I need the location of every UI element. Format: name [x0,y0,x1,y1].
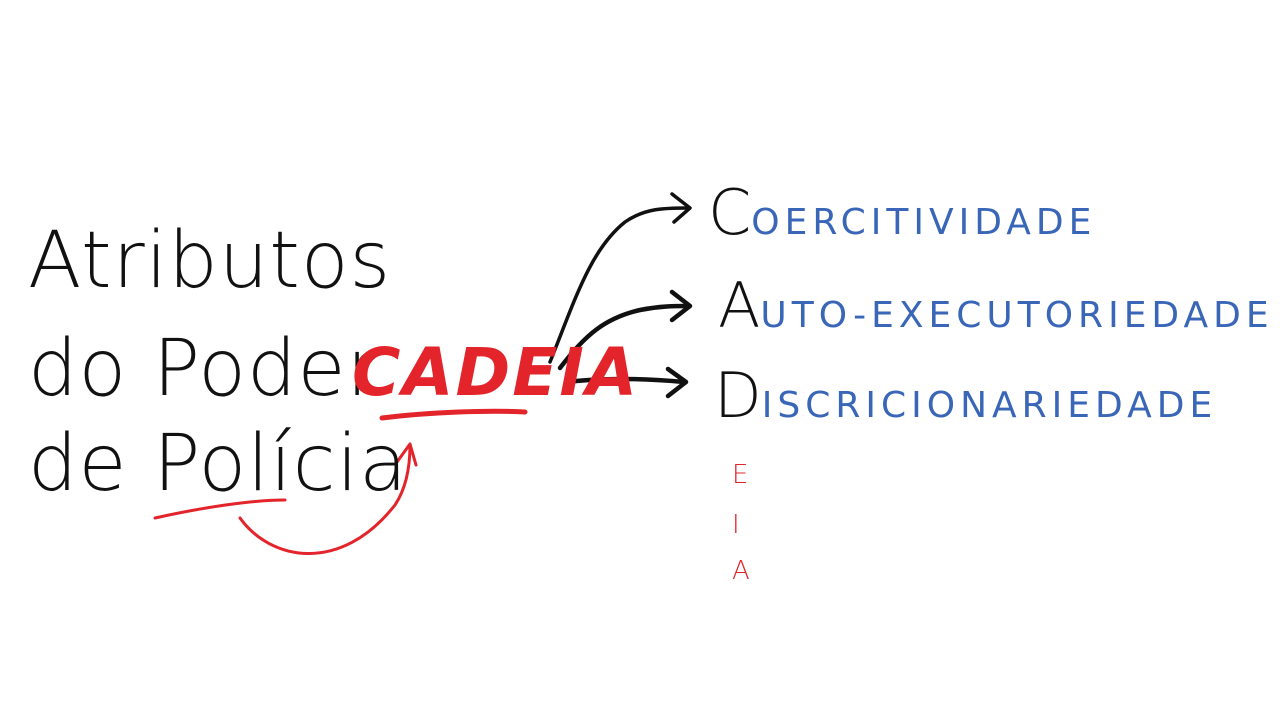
arrow-to-a-head [669,289,693,323]
arrow-to-d [563,376,687,385]
filler-letter-a: A [732,556,750,586]
title-line-3: de Polícia [28,419,408,509]
arrow-to-c [548,206,690,364]
title-line-1: Atributos [28,216,392,306]
cadeia-underline [379,408,528,421]
policia-to-cadeia-arrowhead [395,442,418,467]
attribute-row-a: AUTO-EXECUTORIEDADE [718,275,1274,337]
attribute-rest-d: ISCRICIONARIEDADE [761,385,1218,426]
arrow-to-d-head [665,366,689,399]
attribute-rest-c: OERCITIVIDADE [751,202,1097,243]
attribute-row-d: DISCRICIONARIEDADE [714,365,1217,427]
arrow-to-a [557,303,691,371]
acronym-cadeia: CADEIA [352,334,640,411]
attribute-row-c: COERCITIVIDADE [708,182,1096,244]
filler-letter-e: E [732,460,749,490]
policia-underline [153,498,287,520]
attribute-initial-a: A [718,269,761,342]
filler-letter-i: I [732,510,740,540]
title-line-2: do Poder [28,324,380,414]
attribute-rest-a: UTO-EXECUTORIEDADE [760,295,1274,336]
attribute-initial-d: D [714,359,762,432]
attribute-initial-c: C [708,176,752,249]
arrow-to-c-head [670,192,692,224]
policia-to-cadeia-arrow [238,443,412,555]
